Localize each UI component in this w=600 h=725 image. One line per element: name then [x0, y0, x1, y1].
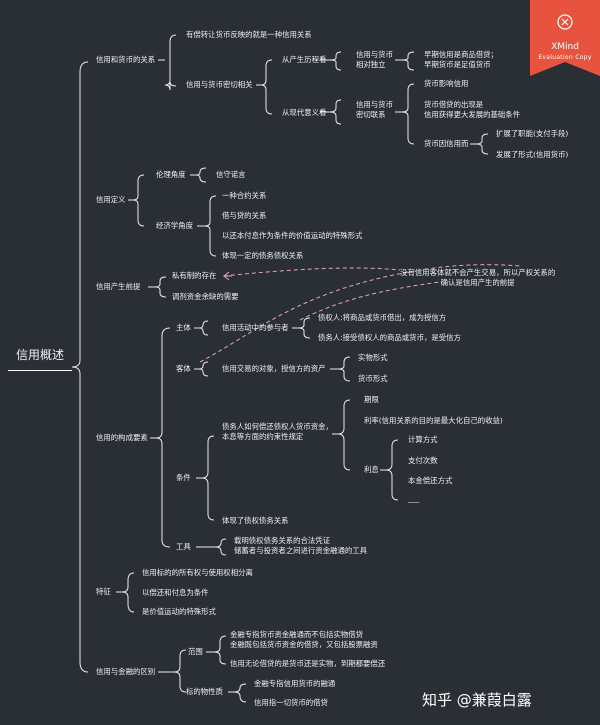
hist-bracket: [329, 51, 342, 71]
tool-leaf[interactable]: 载明债权债务关系的合法凭证 储蓄者与投资者之间进行资金融通的工具: [234, 536, 368, 555]
b1-bracket: [164, 34, 177, 91]
cond-desc[interactable]: 债务人如何偿还债权人货币资金， 本息等方面的约束性规定: [222, 422, 333, 441]
branch-features[interactable]: 特征: [96, 587, 111, 596]
cond-label[interactable]: 条件: [176, 473, 191, 482]
modern-leaf-3b[interactable]: 发展了形式(信用货币): [496, 150, 569, 159]
relationship-curve: [199, 264, 521, 363]
cond-desc-bracket: [337, 399, 351, 471]
modern-sub[interactable]: 信用与货币 密切联系: [356, 100, 393, 119]
interest-item-3[interactable]: 本金偿还方式: [408, 476, 453, 485]
subject-label[interactable]: 主体: [176, 323, 191, 332]
branch-elements[interactable]: 信用的构成要素: [96, 433, 148, 442]
premise-item-2[interactable]: 调剂资金余缺的需要: [172, 292, 239, 301]
ethics-bracket: [195, 167, 207, 183]
branch-difference[interactable]: 信用与金融的区别: [96, 667, 156, 676]
relationship-curve-2: [299, 281, 441, 321]
premise-item-1[interactable]: 私有制的存在: [172, 271, 217, 280]
tool-label[interactable]: 工具: [176, 542, 191, 551]
feature-item-2[interactable]: 以偿还和付息为条件: [142, 588, 209, 597]
interest-bracket: [385, 439, 399, 501]
relationship-link: [223, 267, 401, 277]
cond-rate[interactable]: 利率(信用关系的目的是最大化自己的收益): [364, 416, 503, 425]
modern-leaf-1[interactable]: 货币影响信用: [424, 79, 469, 88]
object-item-1[interactable]: 实物形式: [358, 353, 388, 362]
modern-leaf-2[interactable]: 货币借贷的出现是 信用获得更大发展的基础条件: [424, 100, 521, 119]
branch-premise[interactable]: 信用产生前提: [96, 282, 141, 291]
badge-subtitle: Evaluation Copy: [538, 54, 592, 61]
l3-bracket: [475, 133, 489, 155]
watermark: 知乎 @兼葭白露: [422, 691, 532, 709]
econ-label[interactable]: 经济学角度: [156, 221, 193, 230]
modern-leaf-3a[interactable]: 扩展了职能(支付手段): [496, 129, 569, 138]
badge-title: XMind: [551, 42, 579, 52]
asset-bracket: [337, 356, 351, 382]
root-bracket: [71, 61, 89, 673]
modern-bracket: [329, 99, 342, 125]
ethics-leaf[interactable]: 信守诺言: [216, 170, 246, 179]
feature-item-1[interactable]: 信用标的的所有权与使用权相分离: [142, 568, 253, 577]
b4-bracket: [155, 327, 171, 548]
ethics-label[interactable]: 伦理角度: [156, 170, 186, 179]
econ-item-1[interactable]: 一种合约关系: [222, 191, 267, 200]
target-item-2[interactable]: 信用指一切货币的借贷: [254, 698, 328, 707]
feature-item-3[interactable]: 是价值运动的特殊形式: [142, 607, 216, 616]
badge-shape: [530, 0, 600, 76]
modern-label[interactable]: 从现代意义看: [282, 108, 327, 117]
modern-leaf-bracket: [401, 83, 415, 145]
xmind-evaluation-badge[interactable]: XMind Evaluation Copy: [530, 0, 600, 76]
target-bracket: [233, 683, 247, 703]
b2-bracket: [132, 174, 145, 227]
scope-leaf-1[interactable]: 金融专指货币资金融通而不包括实物借贷 金融既包括货币资金的借贷，又包括股票融资: [230, 630, 378, 649]
branch-definition[interactable]: 信用定义: [96, 195, 126, 204]
b1-item-1[interactable]: 有偿转让货币反映的就是一种信用关系: [186, 30, 312, 39]
b5-bracket: [121, 572, 135, 613]
hist-label[interactable]: 从产生历程看: [282, 55, 327, 64]
cond-interest[interactable]: 利息: [364, 465, 379, 474]
hist-modern-bracket: [260, 59, 273, 115]
econ-item-3[interactable]: 以还本付息作为条件的价值运动的特殊形式: [222, 231, 363, 240]
target-label[interactable]: 标的物性质: [186, 687, 223, 696]
object-label[interactable]: 客体: [176, 364, 191, 373]
interest-item-4[interactable]: ___: [408, 494, 420, 503]
subject-creditor[interactable]: 债权人:将商品或货币借出，成为授信方: [318, 313, 447, 322]
cond-bracket: [201, 435, 215, 521]
subject-leaf[interactable]: 信用活动中的参与者: [222, 323, 289, 332]
interest-item-1[interactable]: 计算方式: [408, 435, 438, 444]
object-leaf[interactable]: 信用交易的对象，授信方的资产: [222, 364, 326, 373]
cond-reflect[interactable]: 体现了债权债务关系: [222, 516, 289, 525]
econ-bracket: [204, 195, 217, 257]
hist-leaf[interactable]: 早期信用是商品借贷； 早期货币是足值货币: [424, 50, 498, 69]
subject-debtor[interactable]: 债务人:接受债权人的商品或货币，是受信方: [318, 333, 461, 342]
scope-leaf-2[interactable]: 信用无论借贷的是货币还是实物，到期都要偿还: [230, 659, 386, 668]
b1-item-2[interactable]: 信用与货币密切相关: [186, 80, 253, 89]
root-underline: [8, 370, 72, 371]
cond-term[interactable]: 期限: [364, 395, 379, 404]
econ-item-4[interactable]: 体现一定的债务债权关系: [222, 251, 304, 260]
modern-leaf-3[interactable]: 货币因信用而: [424, 139, 469, 148]
xmind-logo-icon: [557, 14, 573, 30]
b3-bracket: [154, 276, 167, 298]
econ-item-2[interactable]: 借与贷的关系: [222, 211, 267, 220]
root-topic[interactable]: 信用概述: [16, 348, 65, 362]
hist-sub[interactable]: 信用与货币 相对独立: [356, 50, 393, 69]
interest-item-2[interactable]: 支付次数: [408, 456, 438, 465]
scope-label[interactable]: 范围: [188, 647, 203, 656]
target-item-1[interactable]: 金融专指信用货币的融通: [254, 679, 336, 688]
subject-bracket: [198, 320, 209, 336]
premise-note[interactable]: 没有信用客体就不会产生交易，所以产权关系的 确认是信用产生的前提: [400, 268, 556, 287]
branch-credit-money[interactable]: 信用和货币的关系: [96, 55, 156, 64]
participant-bracket: [297, 317, 311, 339]
b6-bracket: [173, 649, 187, 693]
scope-bracket: [213, 635, 227, 665]
object-item-2[interactable]: 货币形式: [358, 374, 388, 383]
tool-bracket: [215, 538, 227, 556]
object-bracket: [198, 361, 209, 377]
hist-leaf-bracket: [401, 51, 415, 71]
